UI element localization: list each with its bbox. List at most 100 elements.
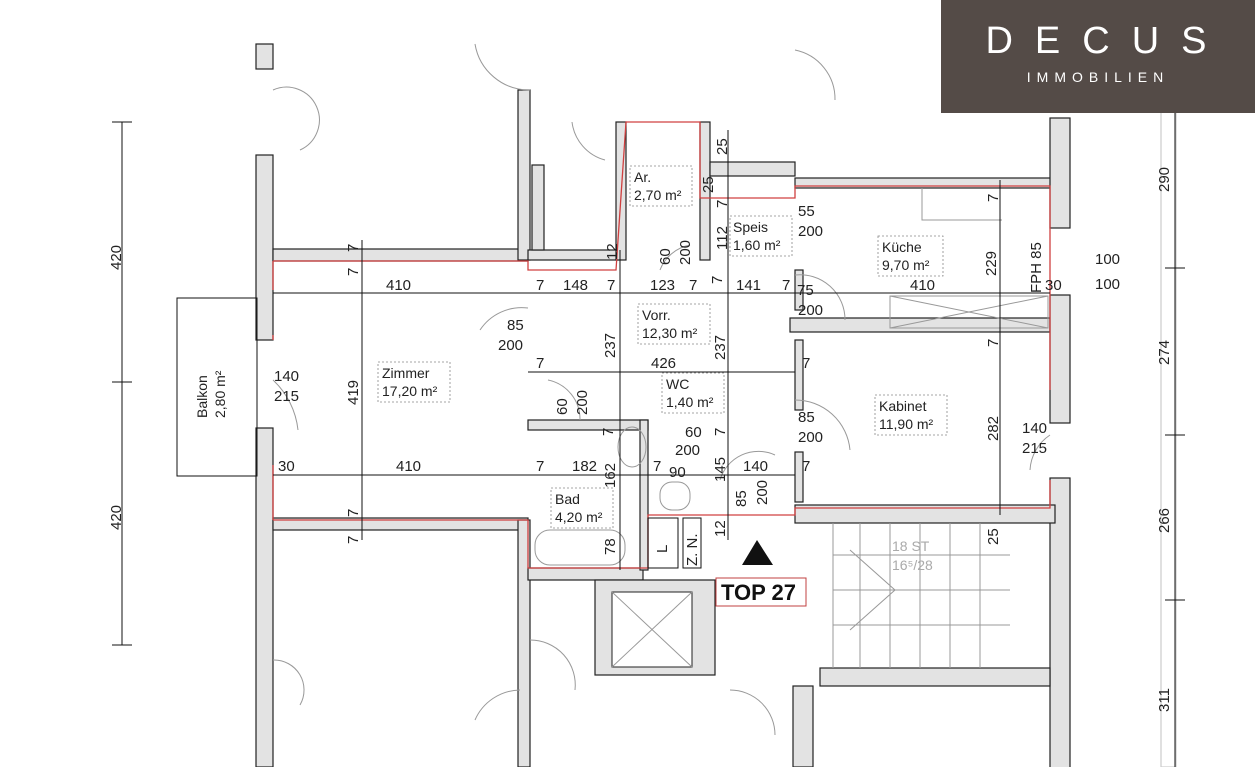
svg-text:282: 282 bbox=[985, 416, 1002, 441]
svg-text:Bad: Bad bbox=[555, 491, 580, 507]
room-wc: WC1,40 m² bbox=[661, 372, 725, 414]
svg-text:Kabinet: Kabinet bbox=[879, 398, 927, 414]
room-vorr: Vorr.12,30 m² bbox=[637, 303, 711, 345]
svg-text:7: 7 bbox=[985, 194, 1002, 202]
unit-label: TOP 27 bbox=[715, 577, 807, 607]
svg-text:123: 123 bbox=[650, 277, 675, 294]
svg-text:7: 7 bbox=[802, 355, 810, 372]
svg-text:7: 7 bbox=[653, 458, 661, 475]
svg-text:7: 7 bbox=[712, 428, 729, 436]
svg-text:290: 290 bbox=[1156, 167, 1173, 192]
balcony-outline bbox=[176, 297, 258, 477]
svg-text:Küche: Küche bbox=[882, 239, 922, 255]
svg-text:145: 145 bbox=[712, 457, 729, 482]
svg-text:85: 85 bbox=[507, 317, 524, 334]
decus-logo: DECUS IMMOBILIEN bbox=[941, 0, 1255, 113]
room-kueche: Küche 9,70 m² bbox=[877, 235, 944, 277]
dimension-labels-horizontal: 410 7 148 7 123 7 141 7 75 410 100 100 3… bbox=[274, 203, 1120, 481]
svg-text:7: 7 bbox=[600, 428, 617, 436]
svg-text:419: 419 bbox=[345, 380, 362, 405]
svg-text:30: 30 bbox=[278, 458, 295, 475]
svg-text:7: 7 bbox=[345, 268, 362, 276]
svg-text:60: 60 bbox=[657, 248, 674, 265]
svg-text:274: 274 bbox=[1156, 340, 1173, 365]
svg-text:Balkon: Balkon bbox=[194, 375, 210, 418]
svg-text:12: 12 bbox=[712, 520, 729, 537]
svg-text:FPH 85: FPH 85 bbox=[1028, 242, 1045, 293]
svg-text:141: 141 bbox=[736, 277, 761, 294]
svg-text:140: 140 bbox=[1022, 420, 1047, 437]
fixture-l: L bbox=[654, 545, 671, 553]
svg-text:200: 200 bbox=[798, 429, 823, 446]
svg-text:7: 7 bbox=[345, 536, 362, 544]
svg-text:426: 426 bbox=[651, 355, 676, 372]
svg-text:229: 229 bbox=[983, 251, 1000, 276]
svg-text:140: 140 bbox=[274, 368, 299, 385]
svg-text:410: 410 bbox=[910, 277, 935, 294]
svg-text:11,90 m²: 11,90 m² bbox=[879, 416, 934, 432]
logo-brand: DECUS bbox=[985, 20, 1229, 62]
svg-text:215: 215 bbox=[274, 388, 299, 405]
door-swings bbox=[272, 43, 1051, 736]
svg-text:85: 85 bbox=[733, 490, 750, 507]
logo-subtitle: IMMOBILIEN bbox=[1026, 69, 1170, 85]
svg-text:12: 12 bbox=[604, 243, 621, 260]
svg-text:7: 7 bbox=[802, 458, 810, 475]
svg-text:200: 200 bbox=[675, 442, 700, 459]
svg-text:162: 162 bbox=[602, 463, 619, 488]
svg-text:237: 237 bbox=[602, 333, 619, 358]
fixture-zn: Z. N. bbox=[684, 534, 701, 567]
svg-text:9,70 m²: 9,70 m² bbox=[882, 257, 930, 273]
svg-text:100: 100 bbox=[1095, 251, 1120, 268]
svg-text:215: 215 bbox=[1022, 440, 1047, 457]
bathtub bbox=[534, 529, 626, 566]
apartment-outline bbox=[272, 121, 1051, 569]
entrance-arrow-icon bbox=[742, 540, 773, 565]
svg-text:30: 30 bbox=[1045, 277, 1062, 294]
svg-text:112: 112 bbox=[714, 226, 731, 250]
svg-text:266: 266 bbox=[1156, 508, 1173, 533]
svg-text:7: 7 bbox=[536, 458, 544, 475]
svg-text:Vorr.: Vorr. bbox=[642, 307, 671, 323]
stair-steps: 18 ST bbox=[892, 538, 930, 554]
svg-text:200: 200 bbox=[798, 302, 823, 319]
svg-text:17,20 m²: 17,20 m² bbox=[382, 383, 438, 399]
svg-text:75: 75 bbox=[797, 282, 814, 299]
svg-text:7: 7 bbox=[689, 277, 697, 294]
svg-text:7: 7 bbox=[782, 277, 790, 294]
svg-text:55: 55 bbox=[798, 203, 815, 220]
svg-text:100: 100 bbox=[1095, 276, 1120, 293]
svg-text:148: 148 bbox=[563, 277, 588, 294]
svg-text:420: 420 bbox=[108, 245, 125, 270]
svg-text:140: 140 bbox=[743, 458, 768, 475]
svg-text:2,70 m²: 2,70 m² bbox=[634, 187, 682, 203]
svg-text:78: 78 bbox=[602, 538, 619, 555]
svg-text:200: 200 bbox=[677, 240, 694, 265]
svg-text:TOP 27: TOP 27 bbox=[721, 580, 796, 605]
staircase bbox=[832, 523, 1010, 668]
svg-text:311: 311 bbox=[1156, 688, 1173, 712]
svg-text:Zimmer: Zimmer bbox=[382, 365, 430, 381]
svg-text:7: 7 bbox=[607, 277, 615, 294]
dimension-labels-vertical: 7 7 12 60 200 112 7 25 25 7 229 FPH 85 7… bbox=[108, 138, 1173, 712]
svg-text:60: 60 bbox=[685, 424, 702, 441]
svg-text:1,60 m²: 1,60 m² bbox=[733, 237, 781, 253]
room-bad: Bad 4,20 m² bbox=[550, 487, 614, 529]
svg-text:7: 7 bbox=[714, 200, 731, 208]
svg-text:25: 25 bbox=[700, 176, 717, 193]
stair-ratio: 16⁵/28 bbox=[892, 557, 933, 573]
svg-text:85: 85 bbox=[798, 409, 815, 426]
toilet bbox=[659, 481, 691, 511]
svg-text:7: 7 bbox=[709, 276, 726, 284]
svg-text:200: 200 bbox=[798, 223, 823, 240]
dimension-lines bbox=[112, 110, 1185, 767]
room-ar: Ar.2,70 m² bbox=[629, 165, 693, 207]
svg-text:7: 7 bbox=[345, 509, 362, 517]
svg-text:182: 182 bbox=[572, 458, 597, 475]
svg-text:420: 420 bbox=[108, 505, 125, 530]
svg-text:4,20 m²: 4,20 m² bbox=[555, 509, 603, 525]
